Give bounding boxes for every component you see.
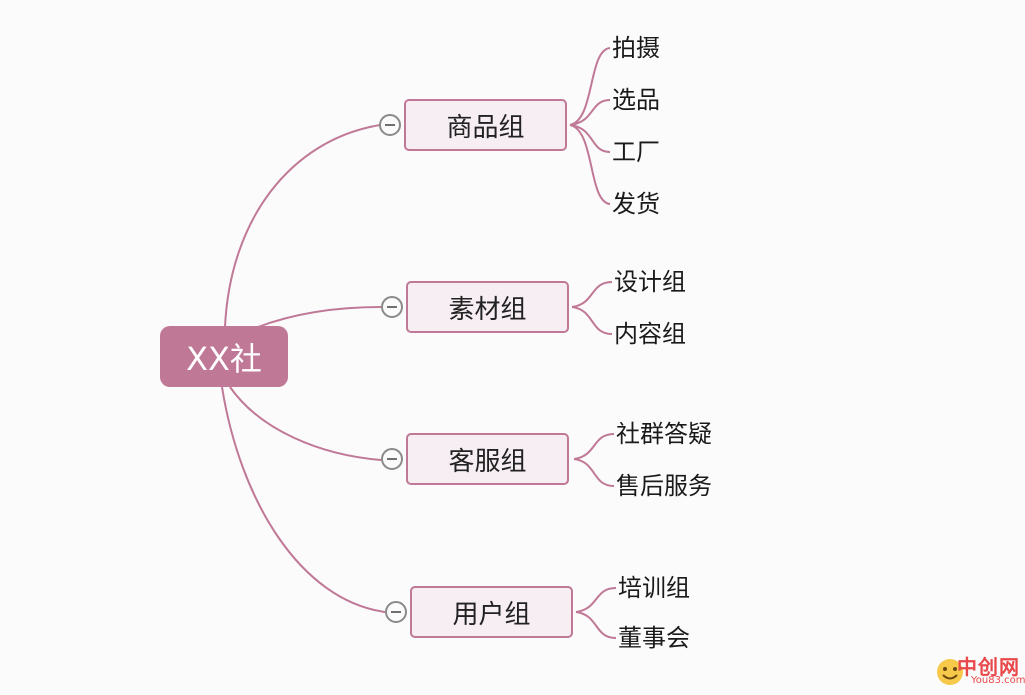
collapse-button-branch-3[interactable]: [385, 601, 407, 623]
branch-node-label: 商品组: [446, 112, 525, 143]
leaf-node[interactable]: 培训组: [618, 574, 690, 602]
leaf-node[interactable]: 内容组: [614, 320, 686, 348]
root-to-branch-2-line: [229, 386, 382, 461]
root-to-branch-0-line: [224, 124, 381, 328]
root-to-branch-1-line: [257, 306, 382, 328]
leaf-node[interactable]: 选品: [612, 86, 660, 114]
leaf-node[interactable]: 售后服务: [616, 472, 712, 500]
leaf-node[interactable]: 社群答疑: [616, 420, 712, 448]
branch-node-0[interactable]: 商品组: [404, 99, 567, 151]
branch-node-label: 用户组: [452, 599, 531, 630]
watermark-subtext: You83.com: [971, 675, 1025, 686]
root-to-branch-3-line: [221, 386, 386, 613]
collapse-button-branch-2[interactable]: [381, 448, 403, 470]
leaf-node[interactable]: 董事会: [618, 624, 690, 652]
branch-node-1[interactable]: 素材组: [406, 281, 569, 333]
watermark-text: 中创网: [957, 655, 1020, 679]
smiley-logo-icon: [937, 659, 963, 685]
collapse-button-branch-1[interactable]: [381, 296, 403, 318]
branch-node-3[interactable]: 用户组: [410, 586, 573, 638]
watermark-logo: 中创网 You83.com: [935, 651, 1025, 691]
branch-node-label: 素材组: [448, 294, 527, 325]
leaf-node[interactable]: 拍摄: [612, 34, 660, 62]
root-node[interactable]: XX社: [160, 326, 288, 387]
collapse-button-branch-0[interactable]: [379, 114, 401, 136]
leaf-node[interactable]: 设计组: [614, 268, 686, 296]
branch-node-label: 客服组: [448, 446, 527, 477]
root-node-label: XX社: [186, 339, 262, 378]
leaf-node[interactable]: 发货: [612, 190, 660, 218]
branch-node-2[interactable]: 客服组: [406, 433, 569, 485]
leaf-node[interactable]: 工厂: [612, 138, 660, 166]
